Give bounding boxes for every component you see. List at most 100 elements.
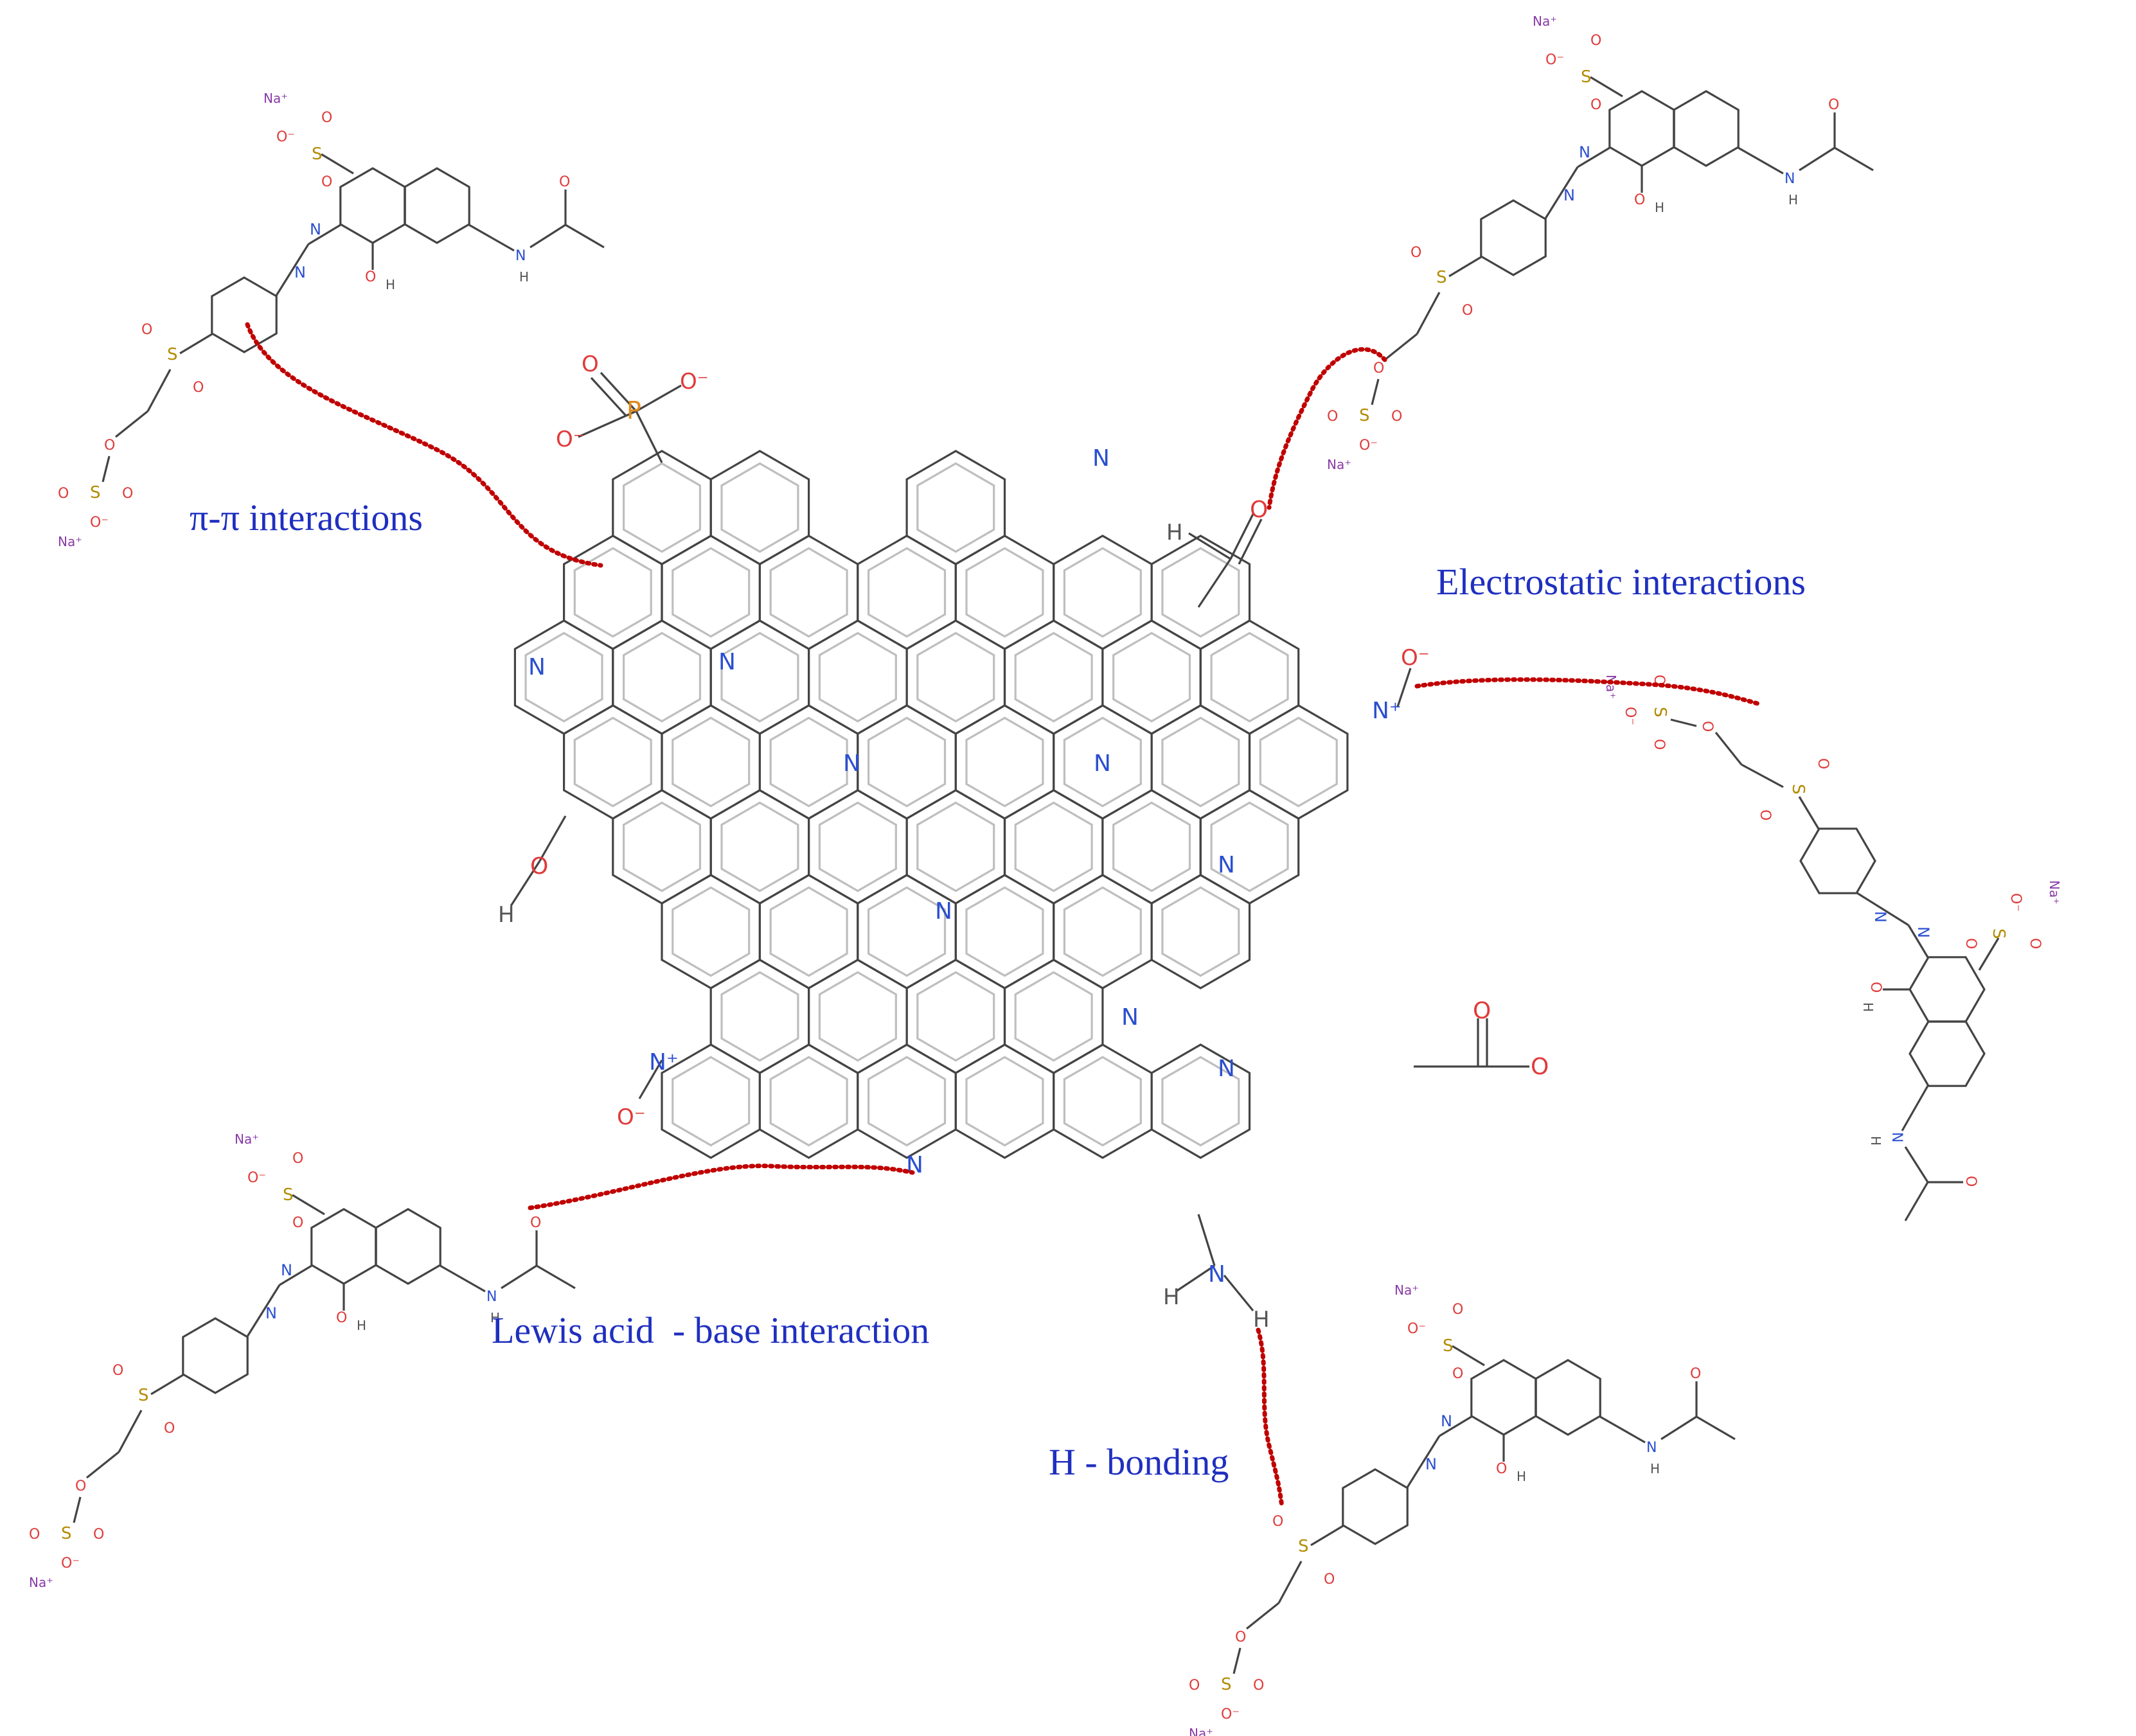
sulfur-atom: S <box>138 1386 149 1405</box>
oxygen-atom: O <box>1690 1366 1701 1382</box>
oxygen-atom: O <box>1867 982 1883 993</box>
nitrogen-cation: N⁺ <box>1372 698 1402 724</box>
lewis-acid-base-interaction-label: Lewis acid - base interaction <box>492 1309 929 1351</box>
oxygen-atom: O <box>1757 810 1773 820</box>
aromatic-ring-inner <box>868 886 947 977</box>
oxide-atom: O⁻ <box>1622 707 1638 725</box>
aromatic-ring-inner <box>769 886 848 977</box>
aromatic-ring-inner <box>720 971 799 1062</box>
aldehyde-group: O H <box>1166 497 1268 608</box>
aromatic-ring-inner <box>965 886 1044 977</box>
sulfur-atom: S <box>90 483 101 502</box>
oxide-atom: O⁻ <box>1359 438 1378 454</box>
carbon-ring <box>709 959 810 1074</box>
aromatic-ring-inner <box>868 1056 947 1147</box>
hydrogen-atom: H <box>1655 200 1664 215</box>
oxygen-atom: O <box>1235 1629 1246 1645</box>
oxide-atom: O⁻ <box>617 1104 646 1130</box>
aromatic-ring-inner <box>1063 716 1142 808</box>
azo-nitrogen: N <box>1425 1455 1437 1473</box>
sodium-ion: Na⁺ <box>58 534 82 549</box>
oxide-atom: O⁻ <box>2007 893 2024 912</box>
oxide-atom: O⁻ <box>556 427 585 452</box>
hydrogen-atom: H <box>1163 1284 1180 1310</box>
aromatic-ring-inner <box>573 547 652 638</box>
oxygen-atom: O <box>1590 33 1601 49</box>
phosphonate-group: P O O⁻ O⁻ <box>556 351 709 463</box>
aromatic-ring-inner <box>916 801 995 892</box>
carbon-ring <box>612 789 712 905</box>
oxygen-atom: O <box>1828 97 1839 113</box>
h-bonding-interaction-line <box>1256 1327 1285 1509</box>
carbon-ring <box>905 959 1006 1074</box>
sulfur-atom: S <box>1221 1675 1232 1694</box>
oxygen-atom: O <box>559 174 570 190</box>
benzene-ring <box>1342 1468 1409 1545</box>
carbon-ring <box>1150 1043 1251 1159</box>
carbon-ring <box>1199 619 1300 735</box>
carbon-ring <box>661 535 761 650</box>
oxygen-atom: O <box>1531 1054 1549 1080</box>
aromatic-ring-inner <box>818 632 897 723</box>
hydrogen-atom: H <box>1788 192 1798 208</box>
carbon-ring <box>1053 535 1153 650</box>
carbon-ring <box>954 1043 1055 1159</box>
azo-nitrogen: N <box>1914 926 1932 938</box>
carbon-ring <box>857 535 957 650</box>
aromatic-ring-inner <box>1063 1056 1142 1147</box>
electrostatic-interaction-line-right <box>1414 677 1760 706</box>
n-oxide-bottom: N⁺ O⁻ <box>617 1049 679 1130</box>
aromatic-ring-inner <box>720 801 799 892</box>
phosphorus-atom: P <box>627 396 641 425</box>
carboxylate-group: O O <box>1414 998 1549 1080</box>
aromatic-ring-inner <box>1161 547 1240 638</box>
oxygen-atom: O <box>1815 758 1831 769</box>
naphthalene-ring <box>1535 1359 1601 1436</box>
oxygen-atom: O <box>1411 245 1421 261</box>
carbon-ring <box>612 450 712 565</box>
aromatic-ring-inner <box>769 716 848 808</box>
oxide-atom: O⁻ <box>1545 52 1564 68</box>
oxygen-atom: O <box>1327 409 1338 425</box>
aromatic-ring-inner <box>672 886 751 977</box>
oxygen-atom: O <box>1324 1572 1335 1588</box>
oxygen-atom: O <box>1962 938 1979 949</box>
oxygen-atom: O <box>321 174 332 190</box>
azo-nitrogen: N <box>310 220 321 238</box>
sodium-ion: Na⁺ <box>1327 457 1351 472</box>
carbon-ring <box>857 1043 957 1159</box>
oxide-atom: O⁻ <box>1221 1706 1240 1723</box>
n-oxide-right: N⁺ O⁻ <box>1372 645 1430 724</box>
sodium-ion: Na⁺ <box>1394 1282 1419 1298</box>
hydrogen-atom: H <box>1650 1461 1660 1476</box>
naphthalene-ring <box>404 167 470 244</box>
carbon-ring <box>1053 874 1153 989</box>
aromatic-ring-inner <box>1259 716 1338 808</box>
lewis-acid-base-interaction-line <box>528 1164 915 1210</box>
graphitic-nitrogen: N <box>718 649 736 675</box>
oxygen-atom: O <box>141 322 152 338</box>
azo-nitrogen: N <box>294 263 306 281</box>
hydrogen-atom: H <box>1860 1002 1876 1012</box>
pyridinic-nitrogen: N <box>1218 1056 1235 1082</box>
carbon-ring <box>563 535 663 650</box>
electrostatic-interactions-label: Electrostatic interactions <box>1436 561 1806 603</box>
oxygen-atom: O <box>1250 497 1268 523</box>
aromatic-ring-inner <box>965 1056 1044 1147</box>
carbon-ring <box>954 874 1055 989</box>
oxygen-atom: O <box>1189 1678 1200 1694</box>
oxygen-atom: O <box>1473 998 1491 1024</box>
aromatic-ring-inner <box>965 547 1044 638</box>
oxygen-atom: O <box>193 380 204 396</box>
oxygen-atom: O <box>292 1151 303 1167</box>
sulfur-atom: S <box>1788 784 1808 795</box>
naphthalene-ring <box>1909 956 1986 1023</box>
amine-group: N H H <box>1163 1214 1270 1333</box>
graphitic-nitrogen: N <box>843 750 860 777</box>
azo-nitrogen: N <box>1563 186 1575 204</box>
carbon-ring <box>758 874 859 989</box>
azo-nitrogen: N <box>281 1261 292 1279</box>
ring-nitrogen-labels: N N N N N N N N N N <box>528 445 1235 1178</box>
carbon-ring <box>1248 704 1349 820</box>
aromatic-ring-inner <box>623 801 701 892</box>
